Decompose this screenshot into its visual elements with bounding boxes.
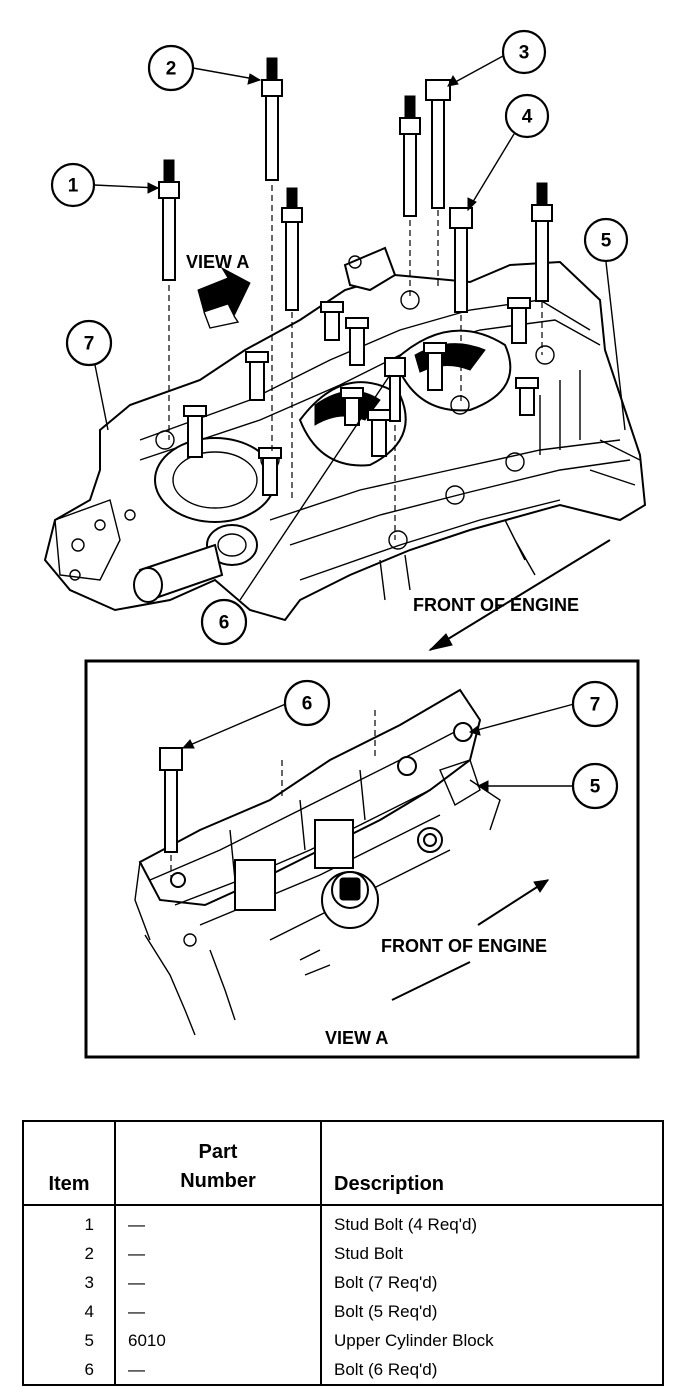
front-arrow-detail-upper bbox=[477, 879, 549, 926]
installed-bolts bbox=[183, 297, 539, 496]
bolt-3 bbox=[425, 79, 451, 290]
detail-callout-7: 7 bbox=[571, 680, 619, 728]
row-item: 2 bbox=[23, 1239, 116, 1268]
svg-text:1: 1 bbox=[68, 176, 79, 197]
detail-callout-6: 6 bbox=[283, 679, 331, 727]
row-description: Bolt (6 Req'd) bbox=[334, 1359, 438, 1379]
front-arrow-detail-head bbox=[533, 879, 550, 893]
row-part-number: — bbox=[115, 1355, 322, 1385]
row-item: 3 bbox=[23, 1268, 116, 1297]
callout-6: 6 bbox=[200, 598, 248, 646]
svg-text:7: 7 bbox=[84, 334, 95, 355]
svg-text:4: 4 bbox=[522, 107, 533, 128]
callout-1: 1 bbox=[50, 162, 96, 208]
header-description: Description bbox=[321, 1121, 663, 1206]
table-row: 1 — Stud Bolt (4 Req'd) bbox=[23, 1205, 663, 1239]
stud-bolt-center bbox=[399, 95, 421, 300]
stud-bolt-1 bbox=[158, 159, 180, 440]
front-of-engine-label-detail: FRONT OF ENGINE bbox=[381, 936, 547, 956]
header-part-number: Part Number bbox=[115, 1121, 322, 1206]
callout-5: 5 bbox=[583, 217, 629, 263]
callout-4: 4 bbox=[504, 93, 550, 139]
stud-bolt-right bbox=[531, 182, 553, 355]
row-item: 6 bbox=[23, 1355, 116, 1385]
callout-7: 7 bbox=[65, 319, 113, 367]
view-a-caption: VIEW A bbox=[325, 1028, 388, 1048]
front-of-engine-label-main: FRONT OF ENGINE bbox=[413, 595, 579, 615]
header-part-line1: Part bbox=[198, 1141, 238, 1163]
row-item: 4 bbox=[23, 1297, 116, 1326]
bolt-4 bbox=[449, 207, 473, 405]
row-part-number: — bbox=[115, 1268, 322, 1297]
engine-diagram: VIEW A FRONT OF ENGINE 1 2 3 4 5 7 6 bbox=[43, 29, 647, 1059]
parts-table: Item Part Number Description 1 — Stud Bo… bbox=[22, 1120, 664, 1386]
svg-text:5: 5 bbox=[590, 777, 601, 798]
callout-leaders-detail bbox=[181, 702, 575, 792]
view-a-detail-box bbox=[84, 659, 640, 1059]
row-part-number: — bbox=[115, 1297, 322, 1326]
view-a-pointer-label: VIEW A bbox=[186, 252, 249, 272]
detail-bolt-6 bbox=[159, 747, 183, 880]
callout-2: 2 bbox=[147, 44, 195, 92]
header-item: Item bbox=[23, 1121, 116, 1206]
svg-text:3: 3 bbox=[519, 43, 530, 64]
front-arrow-detail-lower bbox=[391, 961, 471, 1001]
row-item: 1 bbox=[23, 1205, 116, 1239]
svg-text:6: 6 bbox=[219, 613, 230, 634]
row-part-number: — bbox=[115, 1205, 322, 1239]
svg-text:7: 7 bbox=[590, 695, 601, 716]
row-item: 5 bbox=[23, 1326, 116, 1355]
front-arrow-main bbox=[429, 539, 611, 651]
row-description: Bolt (5 Req'd) bbox=[334, 1301, 438, 1321]
view-a-detail-drawing bbox=[134, 688, 501, 1036]
row-description: Bolt (7 Req'd) bbox=[334, 1272, 438, 1292]
table-row: 6 — Bolt (6 Req'd) bbox=[23, 1355, 663, 1385]
table-header-row: Item Part Number Description bbox=[23, 1121, 663, 1206]
table-row: 5 6010 Upper Cylinder Block bbox=[23, 1326, 663, 1355]
bolt-6-main bbox=[384, 357, 406, 540]
table-row: 4 — Bolt (5 Req'd) bbox=[23, 1297, 663, 1326]
row-description: Upper Cylinder Block bbox=[334, 1330, 494, 1350]
table-row: 3 — Bolt (7 Req'd) bbox=[23, 1268, 663, 1297]
header-part-line2: Number bbox=[180, 1170, 256, 1192]
view-a-arrow bbox=[197, 266, 251, 329]
row-description: Stud Bolt bbox=[334, 1243, 403, 1263]
callout-leaders-main bbox=[93, 55, 626, 601]
table-row: 2 — Stud Bolt bbox=[23, 1239, 663, 1268]
svg-text:5: 5 bbox=[601, 231, 612, 252]
svg-text:6: 6 bbox=[302, 694, 313, 715]
row-description: Stud Bolt (4 Req'd) bbox=[334, 1214, 478, 1234]
stud-bolt-2 bbox=[261, 57, 283, 455]
row-part-number: — bbox=[115, 1239, 322, 1268]
callout-3: 3 bbox=[501, 29, 547, 75]
stud-bolt-2b bbox=[281, 187, 303, 500]
front-arrow-main-head bbox=[428, 633, 453, 651]
svg-text:2: 2 bbox=[166, 59, 177, 80]
detail-callout-5: 5 bbox=[571, 762, 619, 810]
row-part-number: 6010 bbox=[115, 1326, 322, 1355]
cylinder-head-assembly bbox=[43, 246, 647, 622]
